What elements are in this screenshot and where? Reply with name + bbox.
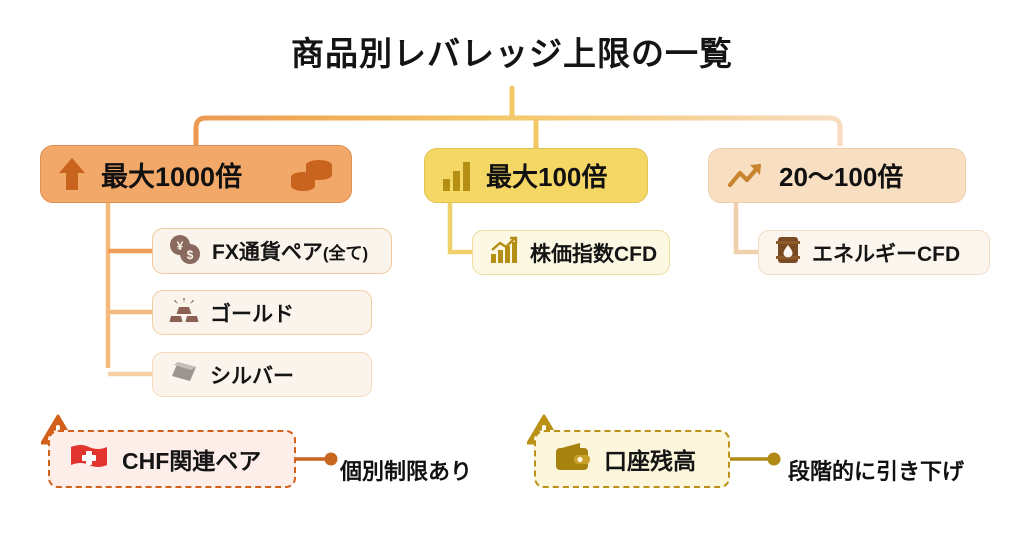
tier-card-20-100x[interactable]: 20〜100倍 bbox=[708, 148, 966, 203]
page-title: 商品別レバレッジ上限の一覧 bbox=[291, 35, 733, 72]
chip-label: 株価指数CFD bbox=[530, 242, 658, 266]
currency-coins-icon: ¥ $ bbox=[169, 234, 201, 269]
product-chip-gold[interactable]: ゴールド bbox=[152, 290, 372, 335]
chart-uptrend-icon bbox=[489, 236, 519, 269]
chip-label: シルバー bbox=[210, 364, 294, 388]
chip-label: ゴールド bbox=[210, 302, 294, 326]
trending-up-arrow-icon bbox=[727, 161, 765, 191]
chip-label: FX通貨ペア(全て) bbox=[212, 241, 369, 264]
up-arrow-icon bbox=[57, 156, 87, 192]
note-card-balance[interactable]: 口座残高 bbox=[534, 430, 730, 488]
product-chip-fx-pairs[interactable]: ¥ $ FX通貨ペア(全て) bbox=[152, 228, 392, 274]
tier-label: 最大1000倍 bbox=[101, 161, 243, 192]
svg-text:$: $ bbox=[187, 248, 194, 262]
product-chip-silver[interactable]: シルバー bbox=[152, 352, 372, 397]
tier-card-1000x[interactable]: 最大1000倍 bbox=[40, 145, 352, 203]
note-result-balance: 段階的に引き下げ bbox=[788, 459, 965, 484]
swiss-flag-icon bbox=[68, 442, 110, 477]
note-label: CHF関連ペア bbox=[122, 448, 262, 474]
note-card-chf[interactable]: CHF関連ペア bbox=[48, 430, 296, 488]
tier-label: 最大100倍 bbox=[486, 162, 608, 192]
silver-bar-icon bbox=[169, 359, 199, 390]
tier-label: 20〜100倍 bbox=[779, 162, 904, 192]
product-chip-energy-cfd[interactable]: エネルギーCFD bbox=[758, 230, 990, 275]
product-chip-index-cfd[interactable]: 株価指数CFD bbox=[472, 230, 670, 275]
coins-stack-icon bbox=[289, 157, 335, 191]
note-label: 口座残高 bbox=[604, 448, 696, 474]
wallet-icon bbox=[554, 441, 592, 478]
svg-text:¥: ¥ bbox=[177, 239, 184, 253]
tier-card-100x[interactable]: 最大100倍 bbox=[424, 148, 648, 203]
gold-bars-icon bbox=[169, 296, 199, 329]
bar-chart-icon bbox=[441, 159, 473, 193]
chip-label: エネルギーCFD bbox=[812, 242, 961, 266]
oil-barrel-icon bbox=[775, 235, 801, 270]
note-result-chf: 個別制限あり bbox=[340, 459, 473, 484]
